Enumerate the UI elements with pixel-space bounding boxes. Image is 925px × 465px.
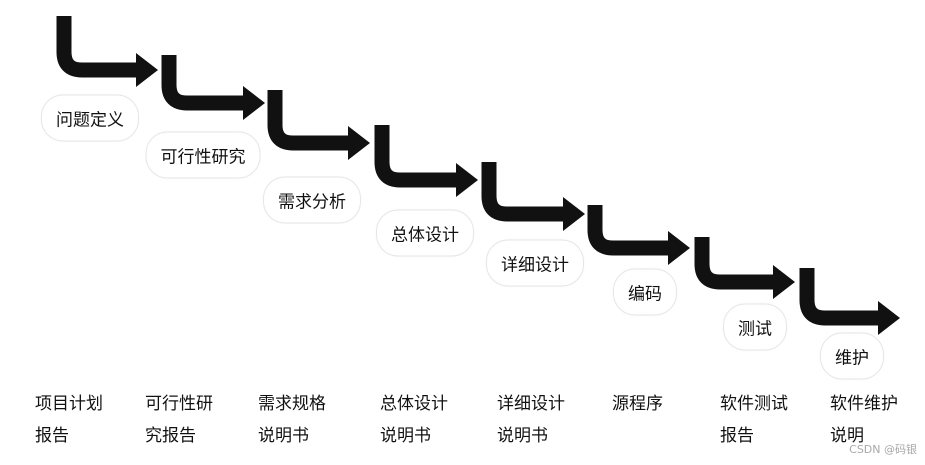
- document-line: [612, 420, 722, 452]
- arrowhead-icon: [243, 86, 265, 120]
- arrow-shaft: [799, 268, 882, 326]
- watermark: CSDN @码银: [849, 443, 917, 456]
- phase-label: 总体设计: [376, 209, 474, 257]
- arrowhead-icon: [348, 126, 370, 160]
- phase-document: 项目计划报告: [35, 388, 145, 452]
- arrow-shaft: [374, 125, 460, 188]
- flow-arrow-6: [587, 205, 690, 265]
- document-line: 源程序: [612, 394, 663, 414]
- arrowhead-icon: [878, 301, 900, 335]
- phase-label: 需求分析: [263, 176, 361, 224]
- phase-label: 维护: [820, 332, 884, 380]
- document-line: 说明书: [258, 426, 309, 446]
- flow-arrow-3: [267, 90, 370, 160]
- document-line: 详细设计: [497, 394, 565, 414]
- phase-document: 需求规格说明书: [258, 388, 368, 452]
- document-line: 可行性研: [145, 394, 213, 414]
- flow-arrow-7: [694, 237, 795, 299]
- arrow-shaft: [161, 55, 247, 111]
- arrow-shaft: [56, 16, 140, 78]
- document-line: 说明书: [380, 426, 431, 446]
- flow-arrow-5: [481, 162, 585, 231]
- phase-label: 编码: [613, 268, 677, 316]
- document-line: 软件测试: [720, 394, 788, 414]
- phase-label: 可行性研究: [145, 131, 261, 179]
- flow-arrow-1: [56, 16, 158, 87]
- arrow-shaft: [267, 90, 352, 151]
- arrow-shaft: [694, 237, 777, 290]
- phase-document: 总体设计说明书: [380, 388, 490, 452]
- flow-arrow-4: [374, 125, 478, 197]
- document-line: 总体设计: [380, 394, 448, 414]
- document-line: 报告: [720, 426, 754, 446]
- phase-document: 软件维护说明: [830, 388, 925, 452]
- arrowhead-icon: [668, 231, 690, 265]
- document-line: 项目计划: [35, 394, 103, 414]
- flow-arrow-8: [799, 268, 900, 335]
- flow-arrow-2: [161, 55, 265, 120]
- document-line: 需求规格: [258, 394, 326, 414]
- arrowhead-icon: [136, 53, 158, 87]
- document-line: 究报告: [145, 426, 196, 446]
- document-line: 说明: [830, 426, 864, 446]
- document-line: 说明书: [497, 426, 548, 446]
- document-line: 报告: [35, 426, 69, 446]
- phase-document: 源程序: [612, 388, 722, 452]
- arrowhead-icon: [563, 197, 585, 231]
- phase-label: 测试: [723, 303, 787, 351]
- phase-label: 问题定义: [41, 94, 139, 142]
- phase-document: 软件测试报告: [720, 388, 830, 452]
- document-line: 软件维护: [830, 394, 898, 414]
- phase-label: 详细设计: [486, 239, 584, 287]
- arrowhead-icon: [456, 163, 478, 197]
- arrowhead-icon: [773, 265, 795, 299]
- arrow-shaft: [481, 162, 567, 222]
- phase-document: 详细设计说明书: [497, 388, 607, 452]
- arrow-shaft: [587, 205, 672, 256]
- phase-document: 可行性研究报告: [145, 388, 255, 452]
